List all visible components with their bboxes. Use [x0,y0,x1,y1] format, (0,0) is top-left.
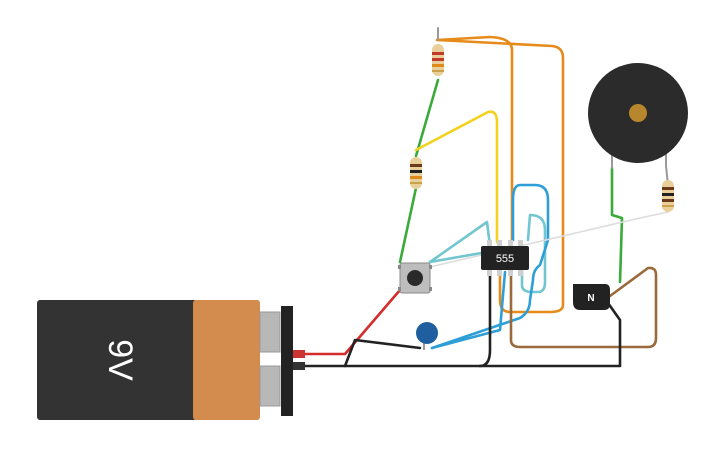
buzzer-center [629,104,647,122]
light-blue-wire-3[interactable] [520,213,547,294]
battery-9v[interactable]: 9V [37,300,305,420]
orange-wire-1[interactable] [435,35,514,242]
resistor-top[interactable] [432,44,444,76]
ic-label: 555 [496,253,514,265]
battery-body [37,300,197,420]
ceramic-capacitor[interactable] [416,322,438,350]
blue-wire-1[interactable] [430,270,507,350]
battery-label: 9V [101,339,139,381]
black-wire-ic[interactable] [478,270,492,368]
battery-connector [281,306,293,416]
battery-terminal-bottom [259,365,281,407]
black-wire-ground[interactable] [303,301,622,368]
transistor-label: N [587,293,594,304]
buzzer-lead-right [665,149,669,186]
npn-transistor[interactable]: N [573,284,610,310]
ic-555-timer[interactable]: 555 [481,240,529,276]
brown-wire[interactable] [509,266,658,349]
battery-cap [193,300,260,420]
green-wire-1[interactable] [414,78,440,158]
resistor-right[interactable] [662,180,674,212]
battery-minus-plug [293,362,305,370]
piezo-buzzer[interactable] [588,63,688,163]
battery-plus-plug [293,350,305,358]
resistor-middle[interactable] [410,157,422,189]
push-button[interactable] [398,262,432,294]
green-wire-2[interactable] [398,186,418,264]
yellow-wire[interactable] [414,110,499,244]
battery-terminal-top [259,311,281,353]
light-blue-wire-1[interactable] [428,220,492,264]
green-wire-3[interactable] [610,166,624,284]
black-wire-cap[interactable] [343,338,422,368]
